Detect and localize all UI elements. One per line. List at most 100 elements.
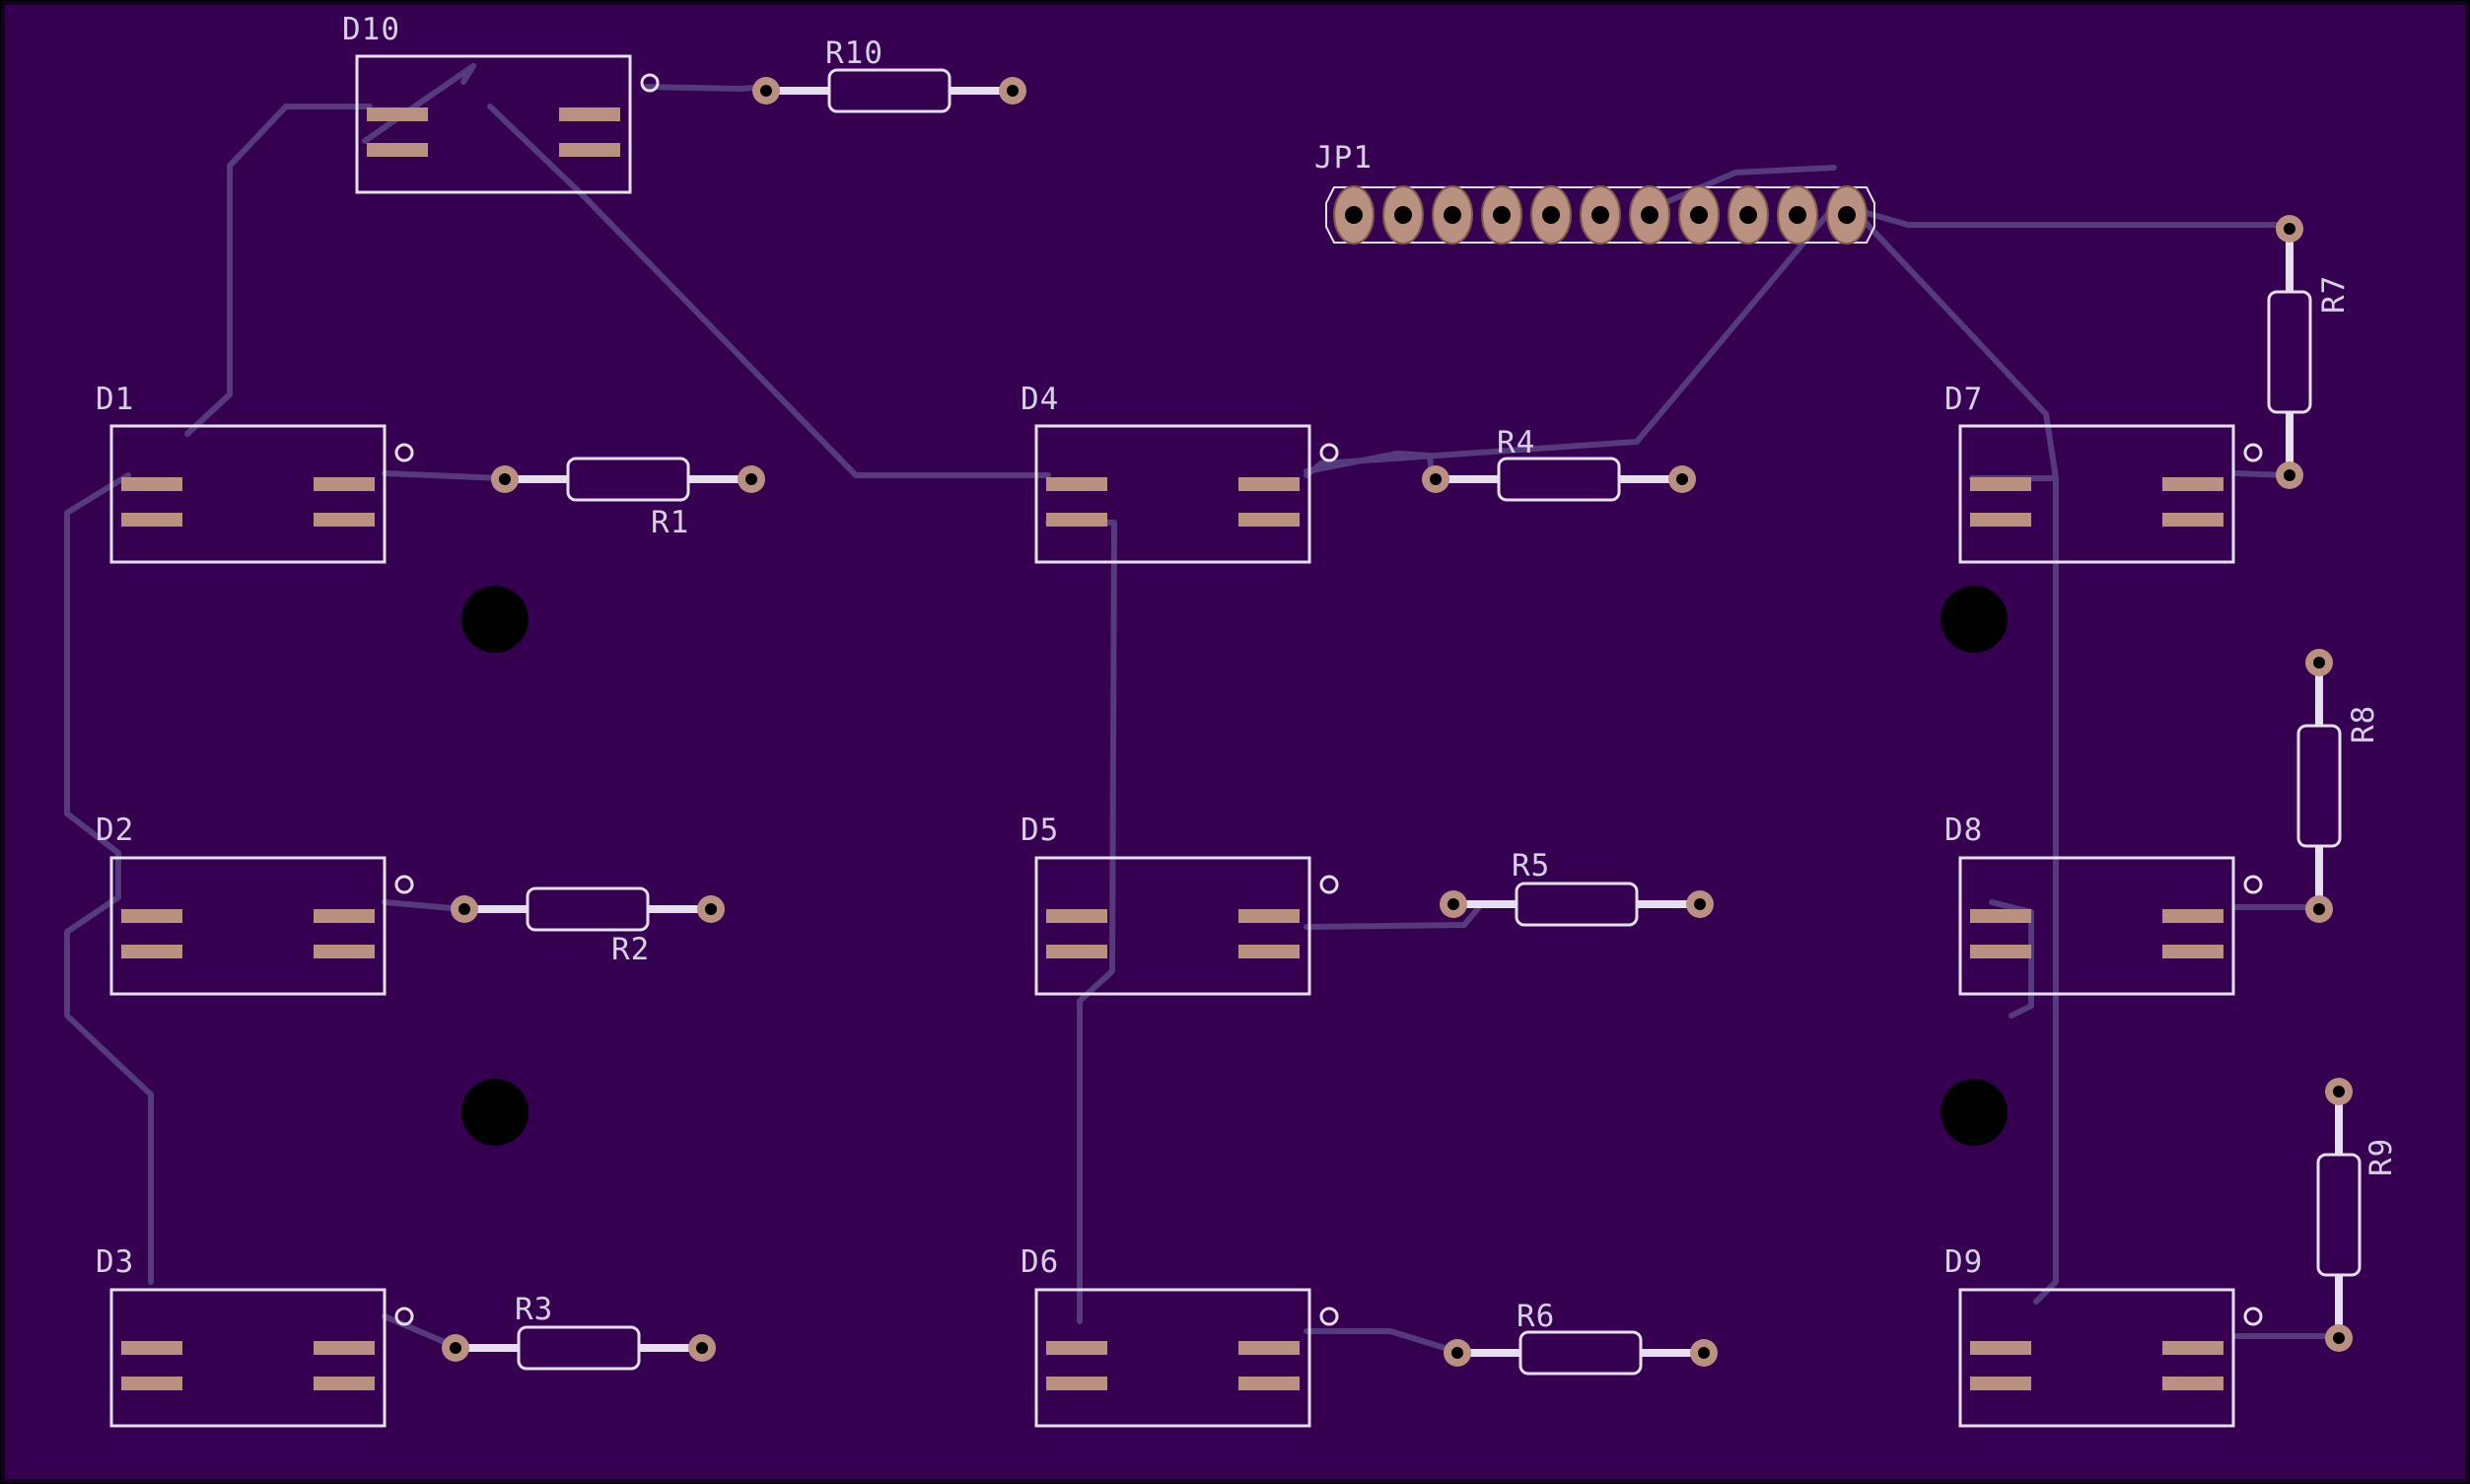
led-d4 xyxy=(1034,424,1339,564)
drill-hole xyxy=(499,473,511,485)
smd-pad xyxy=(1046,477,1107,491)
led-d1 xyxy=(109,424,414,564)
resistor-r6 xyxy=(1444,1330,1718,1376)
drill-hole xyxy=(1694,898,1706,910)
resistor-label-r3: R3 xyxy=(515,1292,553,1327)
smd-pad xyxy=(1970,1377,2031,1390)
trace-9 xyxy=(1304,1328,1457,1354)
polarity-marker xyxy=(1319,875,1339,894)
led-label-d10: D10 xyxy=(342,12,400,47)
smd-pad xyxy=(121,477,182,491)
resistor-r9 xyxy=(2316,1078,2362,1352)
drill-hole xyxy=(1007,85,1019,97)
header-label-jp1: JP1 xyxy=(1314,140,1373,176)
led-d7 xyxy=(1958,424,2263,564)
drill-hole xyxy=(696,1342,708,1354)
trace-3 xyxy=(643,84,772,92)
drill-hole xyxy=(2333,1332,2345,1344)
mounting-hole-3 xyxy=(461,1079,529,1146)
smd-pad xyxy=(314,513,375,527)
polarity-marker xyxy=(394,875,414,894)
resistor-r7 xyxy=(2267,215,2312,489)
smd-pad xyxy=(121,909,182,923)
trace-8 xyxy=(1304,904,1482,930)
smd-pad xyxy=(559,107,620,121)
smd-pad xyxy=(1238,945,1300,958)
drill-hole xyxy=(459,903,470,915)
smd-pad xyxy=(2162,1341,2223,1355)
polarity-marker xyxy=(2243,1307,2263,1326)
smd-pad xyxy=(1238,1341,1300,1355)
led-footprints xyxy=(109,54,2263,1428)
led-label-d9: D9 xyxy=(1944,1244,1983,1280)
led-label-d8: D8 xyxy=(1944,813,1983,848)
led-d2 xyxy=(109,856,414,996)
smd-pad xyxy=(121,513,182,527)
smd-pad xyxy=(314,945,375,958)
resistor-r3 xyxy=(442,1325,716,1371)
drill-hole xyxy=(1698,1347,1710,1359)
smd-pad xyxy=(1970,513,2031,527)
smd-pad xyxy=(559,143,620,157)
smd-pad xyxy=(121,1377,182,1390)
smd-pad xyxy=(314,477,375,491)
led-d5 xyxy=(1034,856,1339,996)
led-label-d4: D4 xyxy=(1021,382,1059,417)
trace-2 xyxy=(487,104,1051,478)
polarity-marker xyxy=(640,73,660,93)
resistor-label-r9: R9 xyxy=(2364,1138,2399,1176)
smd-pad xyxy=(1238,1377,1300,1390)
resistor-label-r8: R8 xyxy=(2346,705,2381,743)
header-pin-hole xyxy=(1493,206,1511,224)
led-label-d1: D1 xyxy=(96,382,134,417)
polarity-marker xyxy=(2243,875,2263,894)
smd-pad xyxy=(367,107,428,121)
resistor-label-r4: R4 xyxy=(1497,425,1535,460)
led-label-d7: D7 xyxy=(1944,382,1983,417)
drill-hole xyxy=(2284,469,2295,481)
smd-pad xyxy=(314,909,375,923)
drill-hole xyxy=(2333,1086,2345,1097)
smd-pad xyxy=(121,1341,182,1355)
smd-pad xyxy=(1238,477,1300,491)
smd-pad xyxy=(2162,477,2223,491)
led-label-d2: D2 xyxy=(96,813,134,848)
polarity-marker xyxy=(1319,1307,1339,1326)
mounting-hole-4 xyxy=(1941,1079,2008,1146)
smd-pad xyxy=(1238,513,1300,527)
resistor-r2 xyxy=(451,886,725,932)
drill-hole xyxy=(450,1342,461,1354)
resistor-label-r7: R7 xyxy=(2316,275,2352,314)
smd-pad xyxy=(2162,909,2223,923)
trace-14 xyxy=(382,470,506,1349)
header-pin-hole xyxy=(1789,206,1806,224)
drill-hole xyxy=(745,473,757,485)
resistor-r8 xyxy=(2296,649,2342,923)
mounting-holes xyxy=(461,586,2008,1146)
resistor-label-r10: R10 xyxy=(825,35,883,71)
led-label-d5: D5 xyxy=(1021,813,1059,848)
silkscreen-labels: D10 D1 D2 D3 D4 D5 D6 D7 D8 D9 R10 R1 R2… xyxy=(96,12,2399,1334)
drill-hole xyxy=(2284,223,2295,235)
header-pin-hole xyxy=(1838,206,1856,224)
header-pin-hole xyxy=(1444,206,1461,224)
led-label-d3: D3 xyxy=(96,1244,134,1280)
led-d9 xyxy=(1958,1288,2263,1428)
drill-hole xyxy=(1676,473,1688,485)
drill-hole xyxy=(1430,473,1442,485)
led-d3 xyxy=(109,1288,414,1428)
drill-hole xyxy=(705,903,717,915)
polarity-marker xyxy=(2243,443,2263,462)
drill-hole xyxy=(760,85,772,97)
smd-pad xyxy=(1046,513,1107,527)
drill-hole xyxy=(2313,903,2325,915)
resistor-r5 xyxy=(1440,882,1714,927)
smd-pad xyxy=(1970,477,2031,491)
led-label-d6: D6 xyxy=(1021,1244,1059,1280)
resistor-footprints xyxy=(442,68,2362,1376)
smd-pad xyxy=(2162,513,2223,527)
led-d6 xyxy=(1034,1288,1339,1428)
smd-pad xyxy=(1970,945,2031,958)
smd-pad xyxy=(1238,909,1300,923)
smd-pad xyxy=(1970,909,2031,923)
